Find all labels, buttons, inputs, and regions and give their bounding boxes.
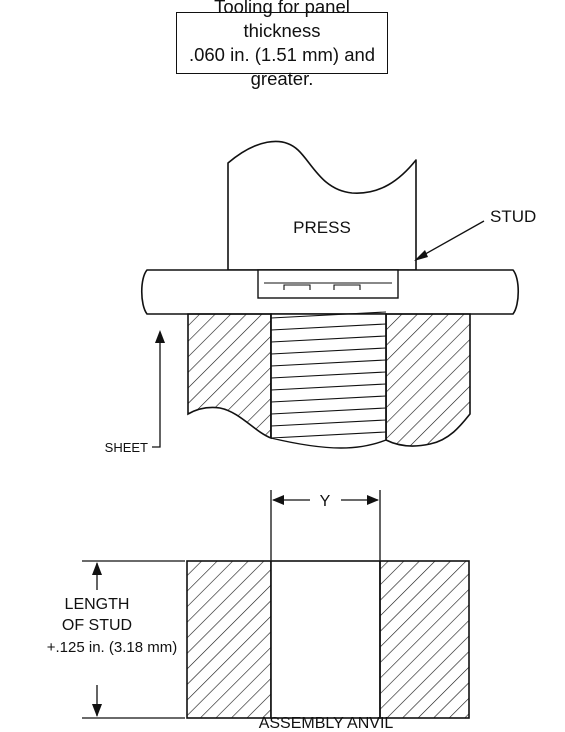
- upper-anvil-left-section: [187, 313, 272, 440]
- press-label: PRESS: [293, 218, 351, 237]
- upper-anvil-right-section: [385, 313, 471, 447]
- press-ram: [227, 140, 417, 271]
- length-label-line-2: OF STUD: [62, 617, 132, 634]
- anvil-right-section: [379, 560, 470, 719]
- tooling-note-line-1: Tooling for panel thickness: [214, 0, 350, 41]
- length-label-line-1: LENGTH: [65, 596, 130, 613]
- sheet-label: SHEET: [105, 440, 148, 455]
- length-dimension: [82, 560, 185, 719]
- stud-threaded-shank: [270, 311, 387, 449]
- tooling-note-line-2: .060 in. (1.51 mm) and greater.: [188, 44, 376, 89]
- y-dimension: [270, 490, 381, 560]
- tooling-note-box: Tooling for panel thickness .060 in. (1.…: [176, 0, 388, 89]
- stud-label: STUD: [490, 207, 536, 226]
- length-label-line-3: +.125 in. (3.18 mm): [47, 639, 177, 656]
- y-dimension-label: Y: [320, 493, 331, 510]
- anvil-left-section: [186, 560, 272, 719]
- assembly-anvil-label: ASSEMBLY ANVIL: [259, 715, 394, 732]
- stud-head: [257, 269, 399, 299]
- stud-leader-arrow: [414, 220, 485, 261]
- anvil-center-hole: [270, 560, 381, 719]
- sheet-leader-arrow: [152, 330, 165, 448]
- assembly-anvil: [186, 560, 470, 719]
